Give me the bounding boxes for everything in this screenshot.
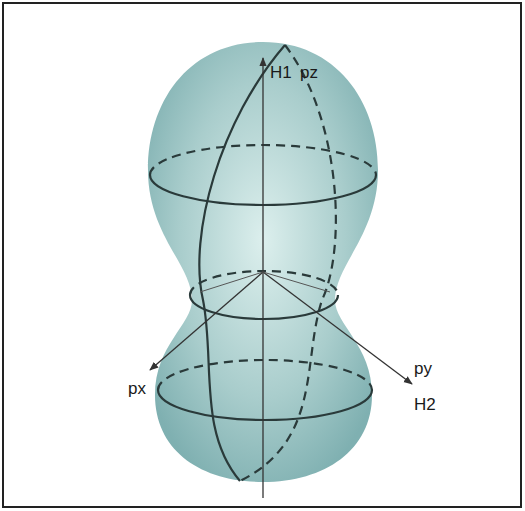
z-axis — [262, 58, 263, 498]
ring-back — [190, 271, 338, 295]
axis-label: pz — [300, 64, 318, 81]
guide-line — [200, 272, 263, 292]
y-axis — [263, 272, 412, 384]
axis-label: H1 — [270, 64, 292, 81]
meridian-back — [240, 45, 336, 481]
x-axis — [150, 272, 263, 370]
meridian-front — [199, 45, 285, 481]
ring-back — [158, 360, 372, 390]
axis-label: px — [128, 380, 146, 397]
axis-label: py — [414, 360, 432, 377]
axis-label: H2 — [414, 396, 436, 413]
ring-front — [158, 390, 372, 420]
frame — [3, 3, 521, 507]
guide-line — [263, 272, 330, 292]
